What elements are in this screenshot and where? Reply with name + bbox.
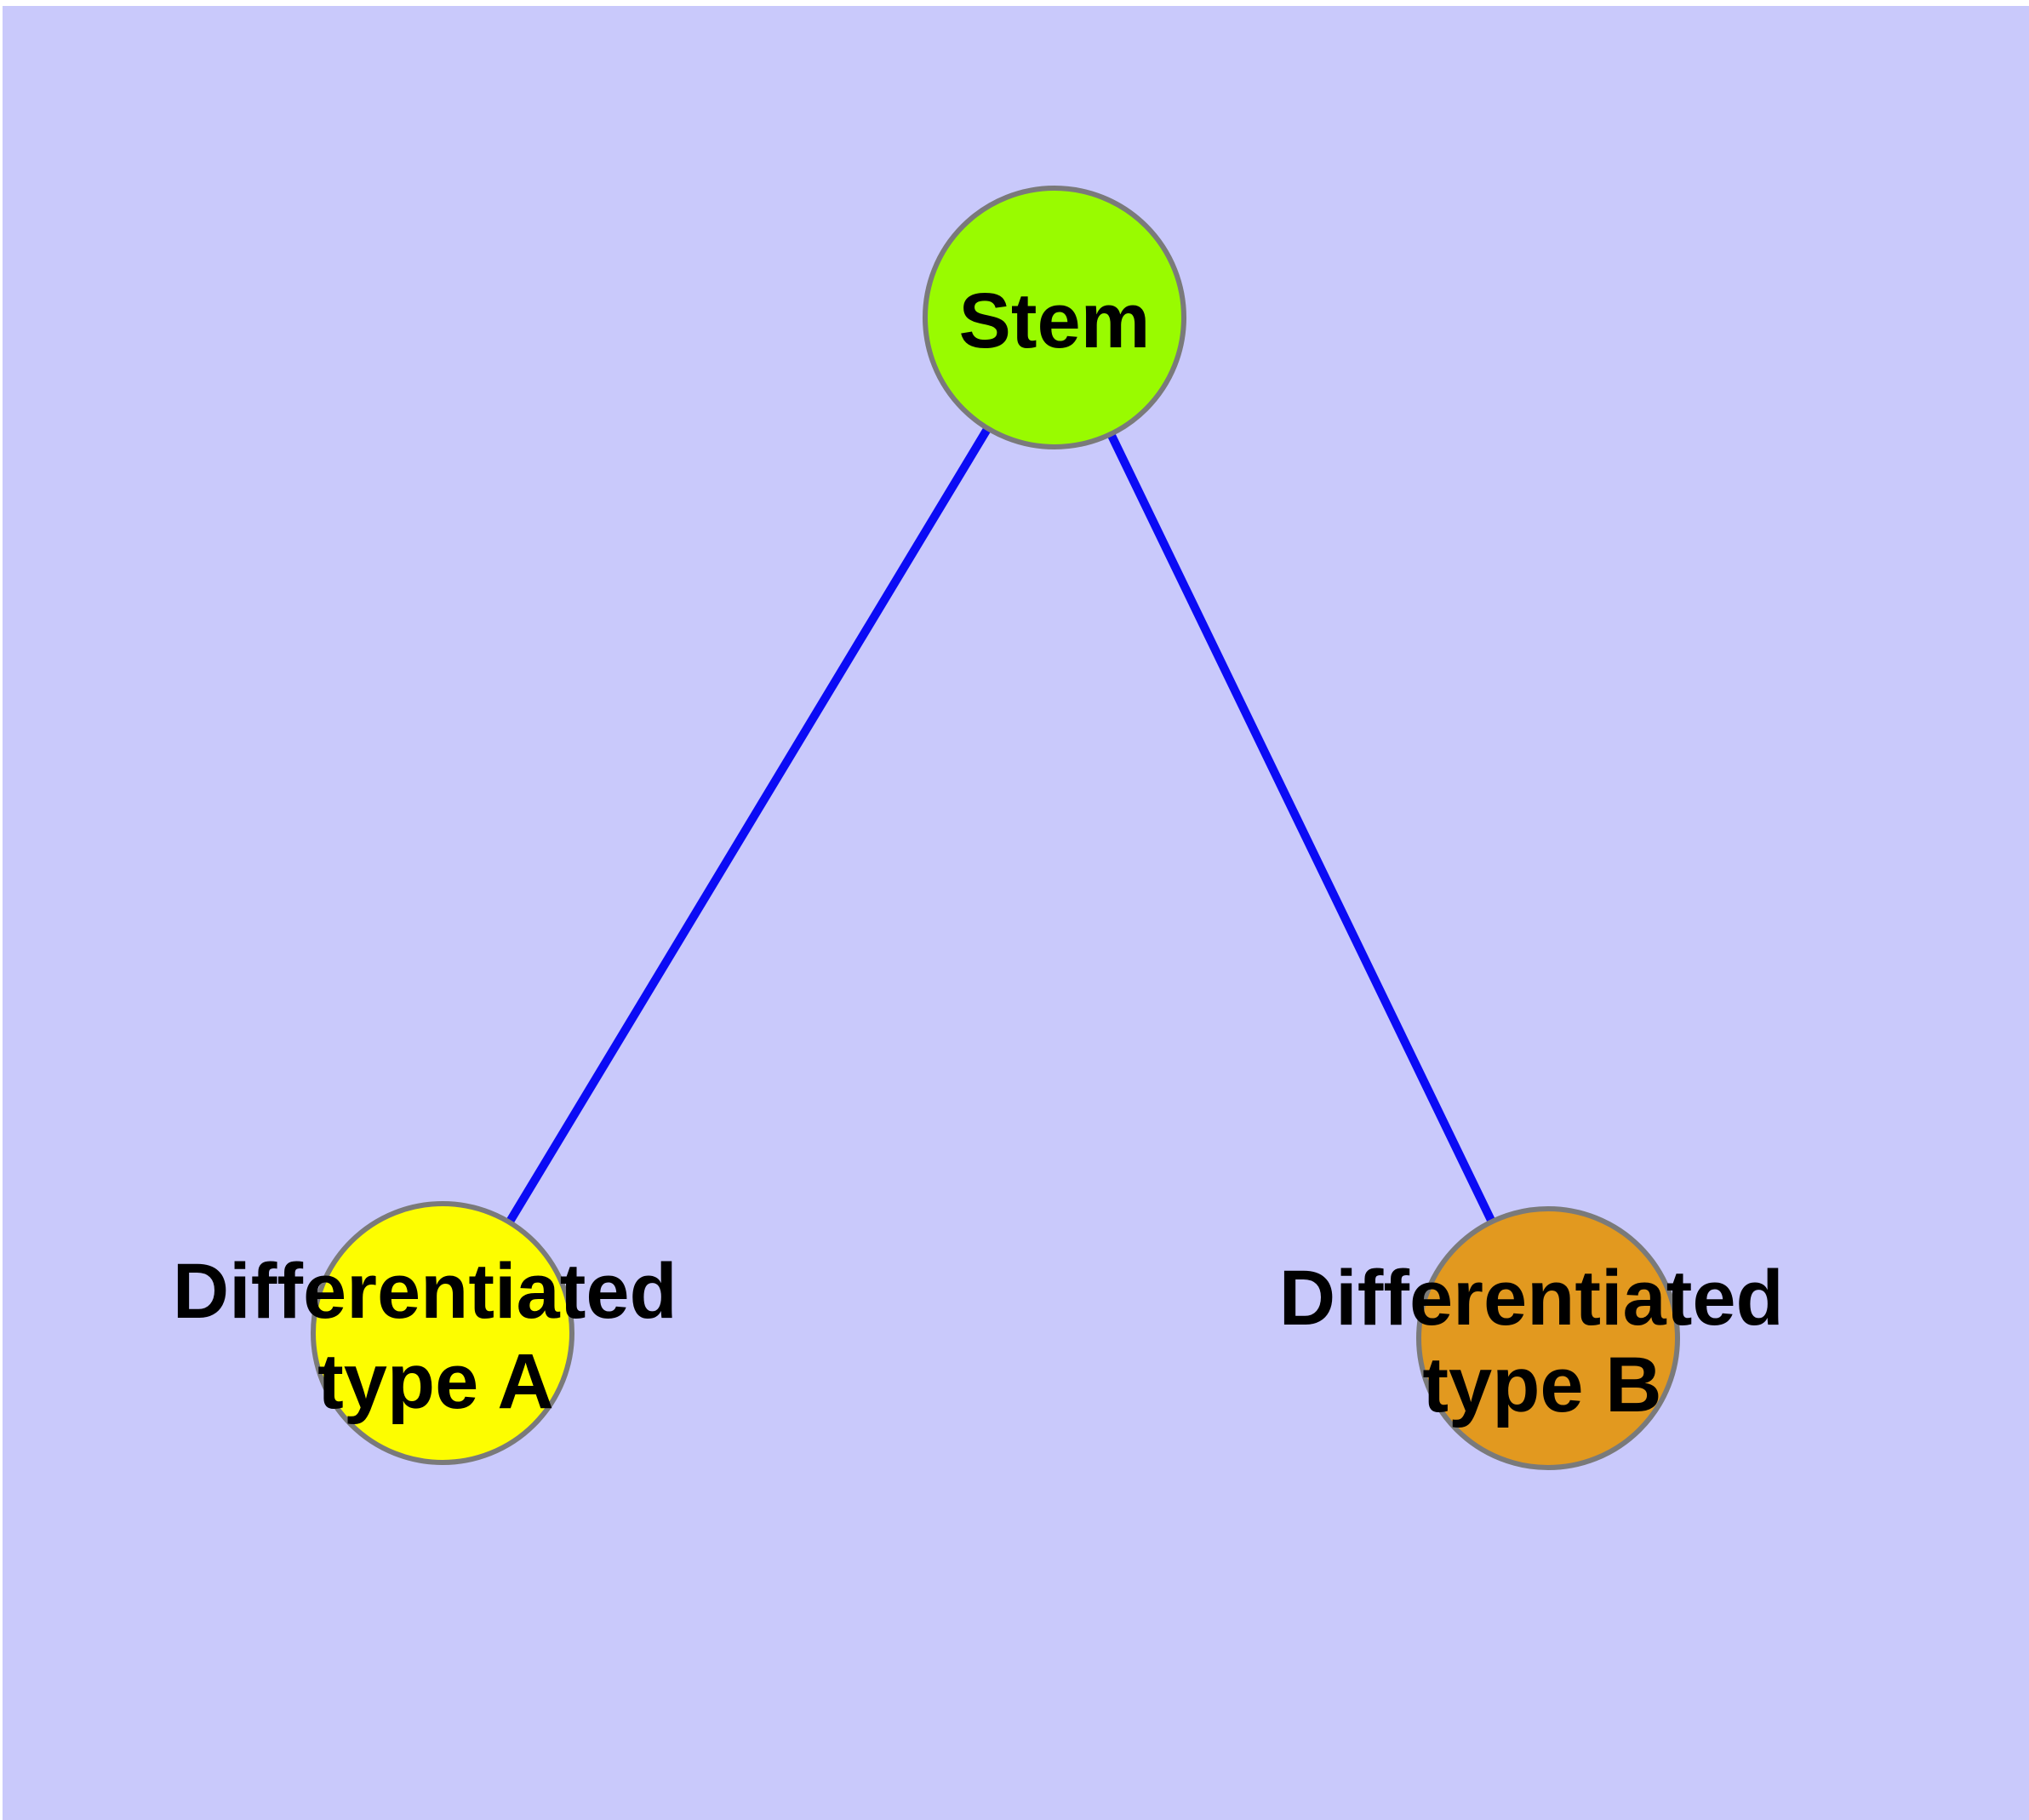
edge-layer [438, 315, 1552, 1341]
node-differentiated-type-b-label-line1: Differentiated [1279, 1255, 1784, 1342]
node-stem-circle[interactable] [923, 186, 1186, 449]
node-differentiated-type-a-circle[interactable] [311, 1201, 574, 1465]
node-differentiated-type-a-label-line1: Differentiated [173, 1248, 677, 1335]
node-stem-label: Stem [959, 278, 1151, 364]
node-differentiated-type-b-circle[interactable] [1416, 1206, 1680, 1470]
node-differentiated-type-b-label: Differentiated type B [1279, 1255, 1806, 1428]
edge-stem-to-type-a [438, 315, 1059, 1336]
edge-stem-to-type-b [1050, 315, 1552, 1341]
node-differentiated-type-b: Differentiated type B [1279, 1206, 1806, 1470]
node-differentiated-type-b-label-line2: type B [1422, 1342, 1661, 1428]
node-differentiated-type-a: Differentiated type A [173, 1201, 700, 1465]
node-differentiated-type-a-label-line2: type A [317, 1338, 554, 1425]
node-stem: Stem [923, 186, 1186, 449]
node-differentiated-type-a-label: Differentiated type A [173, 1248, 700, 1425]
